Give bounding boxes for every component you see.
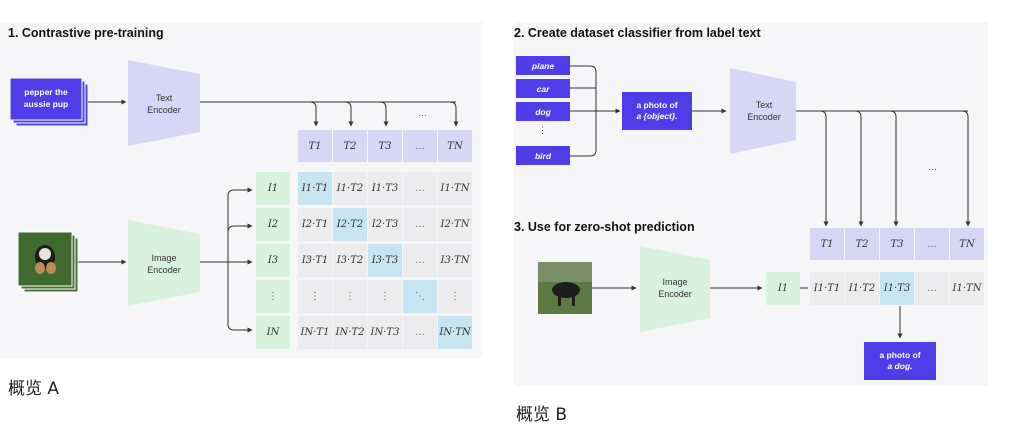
label-item-plane: plane bbox=[516, 56, 570, 75]
panel-b-title-2: 2. Create dataset classifier from label … bbox=[514, 26, 761, 40]
i-label-cell: IN bbox=[256, 316, 290, 349]
text-input: pepper the aussie pup bbox=[10, 78, 82, 120]
panel-zero-shot: 2. Create dataset classifier from label … bbox=[514, 22, 988, 386]
panel-contrastive-pretraining: 1. Contrastive pre-training Text Encoder… bbox=[0, 22, 482, 358]
matrix-cell: IN·T2 bbox=[333, 316, 367, 349]
t-header-cell: T2 bbox=[333, 130, 367, 162]
b-row-cell: … bbox=[915, 272, 949, 305]
image-encoder-label-1: Image bbox=[151, 253, 176, 263]
text-encoder-shape bbox=[128, 60, 200, 146]
mid-ellipsis: … bbox=[928, 162, 937, 172]
t-header-cell: … bbox=[403, 130, 437, 162]
text-input-line-1: pepper the bbox=[24, 87, 68, 98]
matrix-cell-diagonal: I3·T3 bbox=[368, 244, 402, 277]
matrix-cell: I3·T2 bbox=[333, 244, 367, 277]
matrix-cell: I2·T1 bbox=[298, 208, 332, 241]
matrix-cell: … bbox=[403, 244, 437, 277]
matrix-cell: I3·T1 bbox=[298, 244, 332, 277]
b-t-header-cell: … bbox=[915, 228, 949, 260]
b-t-header-cell: T2 bbox=[845, 228, 879, 260]
text-input-line-2: aussie pup bbox=[23, 99, 69, 109]
panel-b-connectors: Text Encoder Image Encoder bbox=[538, 65, 971, 339]
matrix-cell: I2·T3 bbox=[368, 208, 402, 241]
image-encoder-shape bbox=[128, 220, 200, 306]
b-row-cell: I1·T2 bbox=[845, 272, 879, 305]
matrix-cell: ⋮ bbox=[298, 280, 332, 313]
matrix-cell: IN·T1 bbox=[298, 316, 332, 349]
i-label-cell: ⋮ bbox=[256, 280, 290, 313]
label-item-bird: bird bbox=[516, 146, 570, 165]
matrix-cell: I2·TN bbox=[438, 208, 472, 241]
prompt-template-line-2: a {object}. bbox=[636, 111, 678, 121]
t-header-cell: T1 bbox=[298, 130, 332, 162]
matrix-cell: I1·TN bbox=[438, 172, 472, 205]
text-encoder-label-2: Encoder bbox=[147, 105, 181, 115]
matrix-cell: … bbox=[403, 316, 437, 349]
b-row-cell: I1·T1 bbox=[810, 272, 844, 305]
i-label-cell: I3 bbox=[256, 244, 290, 277]
b-i1-label: I1 bbox=[766, 272, 800, 305]
matrix-cell: IN·T3 bbox=[368, 316, 402, 349]
prompt-template-line-1: a photo of bbox=[636, 99, 678, 110]
t-header-cell: TN bbox=[438, 130, 472, 162]
caption-a: 概览 A bbox=[8, 379, 60, 399]
label-item-dog: dog bbox=[516, 102, 570, 121]
panel-a-title: 1. Contrastive pre-training bbox=[8, 26, 164, 40]
text-input-card bbox=[9, 77, 83, 121]
i-label-cell: I2 bbox=[256, 208, 290, 241]
b-row-cell-best: I1·T3 bbox=[880, 272, 914, 305]
matrix-cell-diagonal: I2·T2 bbox=[333, 208, 367, 241]
image-encoder-label-2: Encoder bbox=[147, 265, 181, 275]
prediction-result: a photo of a dog. bbox=[864, 342, 936, 380]
matrix-cell: ⋮ bbox=[438, 280, 472, 313]
matrix-cell-diagonal: IN·TN bbox=[438, 316, 472, 349]
matrix-cell: I1·T2 bbox=[333, 172, 367, 205]
b-text-encoder-shape bbox=[730, 68, 796, 154]
panel-a-connectors: Text Encoder Image Encoder bbox=[9, 60, 459, 333]
b-text-encoder-label-2: Encoder bbox=[747, 112, 781, 122]
b-t-header-cell: TN bbox=[950, 228, 984, 260]
b-image-encoder-label-2: Encoder bbox=[658, 289, 692, 299]
matrix-cell-diagonal: ⋱ bbox=[403, 280, 437, 313]
b-text-encoder-label-1: Text bbox=[756, 100, 773, 110]
b-t-header-cell: T3 bbox=[880, 228, 914, 260]
prediction-result-line-2: a dog. bbox=[887, 361, 913, 371]
matrix-cell: … bbox=[403, 208, 437, 241]
t-header-cell: T3 bbox=[368, 130, 402, 162]
text-encoder-label-1: Text bbox=[156, 93, 173, 103]
matrix-cell-diagonal: I1·T1 bbox=[298, 172, 332, 205]
top-ellipsis: … bbox=[418, 108, 427, 118]
matrix-cell: … bbox=[403, 172, 437, 205]
matrix-cell: I1·T3 bbox=[368, 172, 402, 205]
label-ellipsis: ⋮ bbox=[538, 125, 547, 135]
matrix-cell: ⋮ bbox=[333, 280, 367, 313]
matrix-cell: ⋮ bbox=[368, 280, 402, 313]
i-label-cell: I1 bbox=[256, 172, 290, 205]
label-item-car: car bbox=[516, 79, 570, 98]
b-image-encoder-label-1: Image bbox=[662, 277, 687, 287]
prediction-result-line-1: a photo of bbox=[879, 349, 921, 360]
caption-b: 概览 B bbox=[516, 405, 568, 425]
b-row-cell: I1·TN bbox=[950, 272, 984, 305]
b-t-header-cell: T1 bbox=[810, 228, 844, 260]
prompt-template: a photo of a {object}. bbox=[622, 92, 692, 130]
matrix-cell: I3·TN bbox=[438, 244, 472, 277]
b-image-encoder-shape bbox=[640, 246, 710, 332]
panel-b-title-3: 3. Use for zero-shot prediction bbox=[514, 220, 695, 234]
